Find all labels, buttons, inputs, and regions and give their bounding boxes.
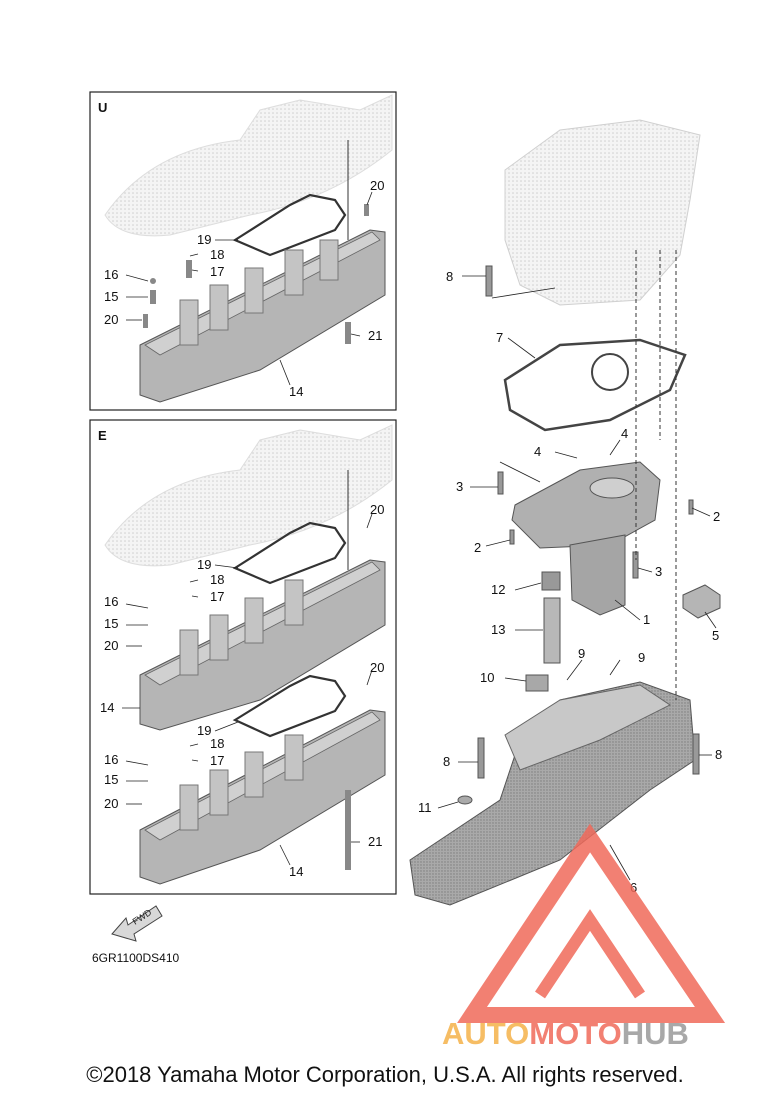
- stud-17: [186, 260, 192, 278]
- ghost-engine-block: [104, 424, 393, 567]
- callout-3: 3: [456, 479, 463, 494]
- callout-8: 8: [446, 269, 453, 284]
- callout-11: 11: [418, 800, 432, 815]
- gasket-19-lower: [232, 674, 347, 738]
- pin-20-left: [143, 314, 148, 328]
- callout-4: 4: [534, 444, 541, 459]
- fwd-arrow-icon: FWD: [111, 905, 163, 942]
- callout-9: 9: [578, 646, 585, 661]
- callout-2: 2: [713, 509, 720, 524]
- panel-u: U 20 19: [89, 91, 397, 411]
- bolt-8-right: [692, 733, 700, 775]
- callout-20: 20: [104, 312, 118, 327]
- callout-20: 20: [370, 178, 384, 193]
- bolt-8-top: [485, 265, 493, 297]
- callout-17: 17: [210, 264, 224, 279]
- panel-e-title: E: [98, 428, 107, 443]
- gasket-19-upper: [232, 521, 347, 585]
- callout-17: 17: [210, 589, 224, 604]
- bolt-3-left: [497, 471, 504, 495]
- gasket-19: [232, 193, 347, 257]
- callout-20: 20: [104, 638, 118, 653]
- callout-20: 20: [370, 502, 384, 517]
- callout-6: 6: [630, 880, 637, 895]
- pin-20-right: [364, 204, 369, 216]
- diagram-code: 6GR1100DS410: [92, 951, 179, 965]
- bolt-21: [345, 322, 351, 344]
- callout-4: 4: [621, 426, 628, 441]
- watermark-triangle-logo: [457, 823, 726, 1023]
- oil-pan-14-upper: [139, 559, 386, 731]
- callout-19: 19: [197, 557, 211, 572]
- callout-13: 13: [491, 622, 505, 637]
- callout-8: 8: [443, 754, 450, 769]
- ghost-engine-block: [104, 94, 393, 237]
- copyright-notice: ©2018 Yamaha Motor Corporation, U.S.A. A…: [86, 1062, 684, 1087]
- callout-14: 14: [100, 700, 114, 715]
- ring-16: [150, 278, 156, 284]
- pipe-13: [543, 597, 561, 664]
- callout-18: 18: [210, 247, 224, 262]
- callout-20: 20: [104, 796, 118, 811]
- callout-18: 18: [210, 736, 224, 751]
- callout-15: 15: [104, 772, 118, 787]
- callout-10: 10: [480, 670, 494, 685]
- bolt-3-right: [632, 551, 639, 579]
- callout-14: 14: [289, 864, 303, 879]
- automotohub-watermark: AUTOMOTOHUB: [442, 823, 726, 1051]
- gasket-7: [503, 338, 687, 432]
- callout-5: 5: [712, 628, 719, 643]
- callout-16: 16: [104, 594, 118, 609]
- dowel-15: [150, 290, 156, 304]
- panel-e: E 20 19: [89, 419, 397, 895]
- bolt-2-right: [688, 499, 694, 515]
- bolt-8-left: [477, 737, 485, 779]
- watermark-text: AUTOMOTOHUB: [442, 1016, 689, 1051]
- main-exploded-view: 8 7 4 4 3 2 2 3 12 1 5 13 10 9 9 8 8 11 …: [409, 119, 722, 906]
- callout-21: 21: [368, 328, 382, 343]
- callout-18: 18: [210, 572, 224, 587]
- seal-11: [457, 795, 473, 805]
- callout-12: 12: [491, 582, 505, 597]
- callout-20: 20: [370, 660, 384, 675]
- callout-15: 15: [104, 289, 118, 304]
- panel-u-title: U: [98, 100, 107, 115]
- callout-21: 21: [368, 834, 382, 849]
- strainer-5: [682, 584, 721, 619]
- oil-pan-upper-1: [511, 461, 661, 549]
- callout-14: 14: [289, 384, 303, 399]
- engine-block-ghost: [504, 119, 701, 306]
- callout-3: 3: [655, 564, 662, 579]
- callout-8: 8: [715, 747, 722, 762]
- callout-16: 16: [104, 267, 118, 282]
- callout-17: 17: [210, 753, 224, 768]
- seal-10: [525, 674, 549, 692]
- seal-12: [541, 571, 561, 591]
- callout-9: 9: [638, 650, 645, 665]
- callout-15: 15: [104, 616, 118, 631]
- callout-2: 2: [474, 540, 481, 555]
- callout-16: 16: [104, 752, 118, 767]
- long-bolt-21: [345, 790, 351, 870]
- bolt-2-left: [509, 529, 515, 545]
- callout-19: 19: [197, 723, 211, 738]
- callout-1: 1: [643, 612, 650, 627]
- callout-19: 19: [197, 232, 211, 247]
- callout-7: 7: [496, 330, 503, 345]
